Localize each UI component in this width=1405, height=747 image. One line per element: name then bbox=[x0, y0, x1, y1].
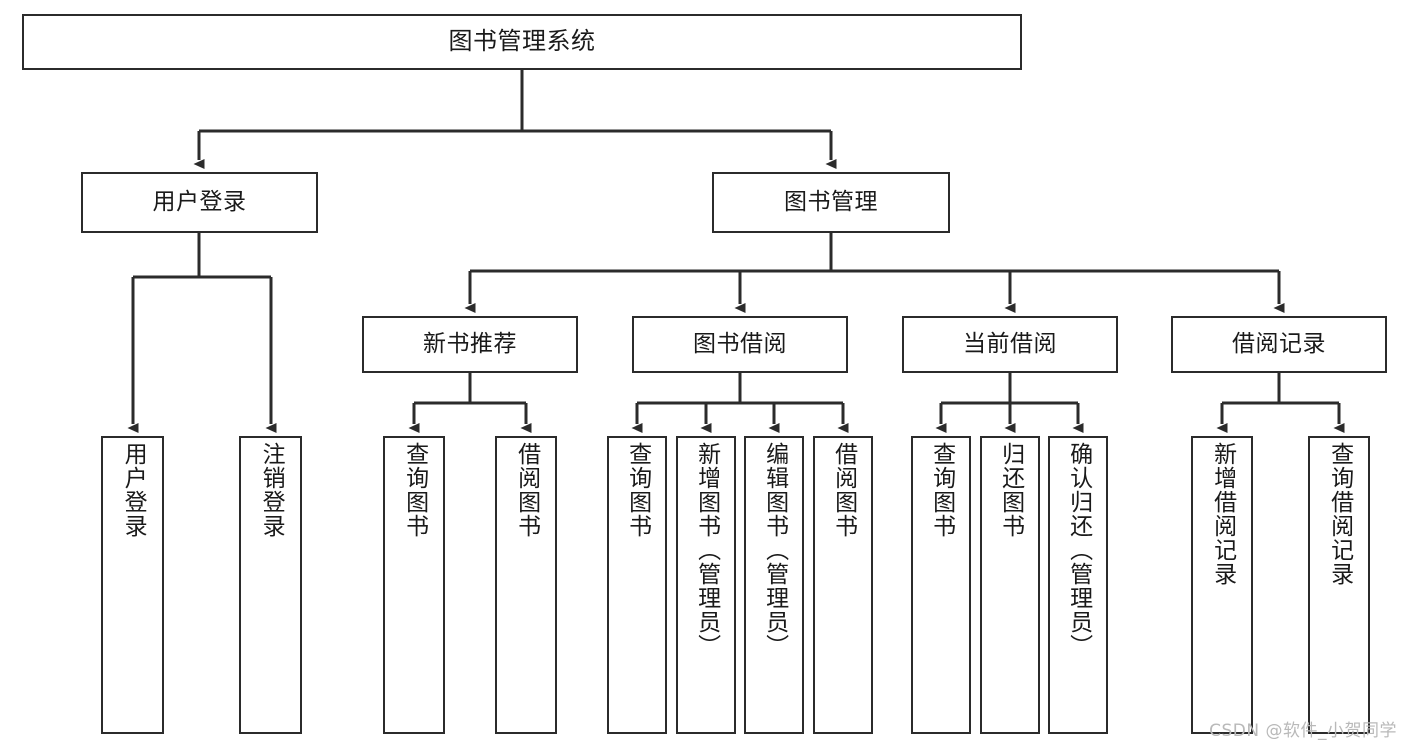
node-book-manage[interactable]: 图书管理 bbox=[712, 172, 950, 233]
node-root-label: 图书管理系统 bbox=[448, 27, 596, 56]
node-leaf-query-book-3[interactable]: 查询图书 bbox=[911, 436, 971, 734]
node-leaf-borrow-book-1[interactable]: 借阅图书 bbox=[495, 436, 557, 734]
node-leaf-query-record[interactable]: 查询借阅记录 bbox=[1308, 436, 1370, 734]
node-leaf-user-logout-label: 注销登录 bbox=[258, 442, 285, 538]
node-leaf-add-book[interactable]: 新增图书（管理员） bbox=[676, 436, 736, 734]
node-leaf-confirm-return[interactable]: 确认归还（管理员） bbox=[1048, 436, 1108, 734]
node-leaf-borrow-book-1-label: 借阅图书 bbox=[513, 442, 540, 538]
node-root[interactable]: 图书管理系统 bbox=[22, 14, 1022, 70]
node-borrow-record-label: 借阅记录 bbox=[1232, 331, 1326, 358]
node-leaf-return-book-label: 归还图书 bbox=[997, 442, 1024, 538]
node-leaf-borrow-book-2-label: 借阅图书 bbox=[830, 442, 857, 538]
node-current-borrow-label: 当前借阅 bbox=[963, 331, 1057, 358]
node-leaf-user-login-label: 用户登录 bbox=[120, 442, 147, 538]
node-leaf-user-logout[interactable]: 注销登录 bbox=[239, 436, 302, 734]
node-leaf-confirm-return-label: 确认归还（管理员） bbox=[1065, 442, 1092, 658]
node-new-book-rec-label: 新书推荐 bbox=[423, 331, 517, 358]
node-book-borrow-label: 图书借阅 bbox=[693, 331, 787, 358]
node-leaf-query-book-2[interactable]: 查询图书 bbox=[607, 436, 667, 734]
node-current-borrow[interactable]: 当前借阅 bbox=[902, 316, 1118, 373]
node-borrow-record[interactable]: 借阅记录 bbox=[1171, 316, 1387, 373]
node-leaf-add-record[interactable]: 新增借阅记录 bbox=[1191, 436, 1253, 734]
node-leaf-edit-book-label: 编辑图书（管理员） bbox=[761, 442, 788, 658]
node-leaf-query-book-2-label: 查询图书 bbox=[624, 442, 651, 538]
node-book-manage-label: 图书管理 bbox=[784, 189, 878, 216]
node-leaf-query-record-label: 查询借阅记录 bbox=[1326, 442, 1353, 586]
node-new-book-rec[interactable]: 新书推荐 bbox=[362, 316, 578, 373]
node-leaf-query-book-3-label: 查询图书 bbox=[928, 442, 955, 538]
node-leaf-query-book-1[interactable]: 查询图书 bbox=[383, 436, 445, 734]
node-leaf-query-book-1-label: 查询图书 bbox=[401, 442, 428, 538]
node-leaf-add-record-label: 新增借阅记录 bbox=[1209, 442, 1236, 586]
node-leaf-add-book-label: 新增图书（管理员） bbox=[693, 442, 720, 658]
node-leaf-return-book[interactable]: 归还图书 bbox=[980, 436, 1040, 734]
node-leaf-user-login[interactable]: 用户登录 bbox=[101, 436, 164, 734]
node-book-borrow[interactable]: 图书借阅 bbox=[632, 316, 848, 373]
node-user-login[interactable]: 用户登录 bbox=[81, 172, 318, 233]
node-leaf-edit-book[interactable]: 编辑图书（管理员） bbox=[744, 436, 804, 734]
csdn-watermark: CSDN @软件_小贺同学 bbox=[1209, 721, 1397, 741]
node-leaf-borrow-book-2[interactable]: 借阅图书 bbox=[813, 436, 873, 734]
node-user-login-label: 用户登录 bbox=[152, 189, 247, 216]
